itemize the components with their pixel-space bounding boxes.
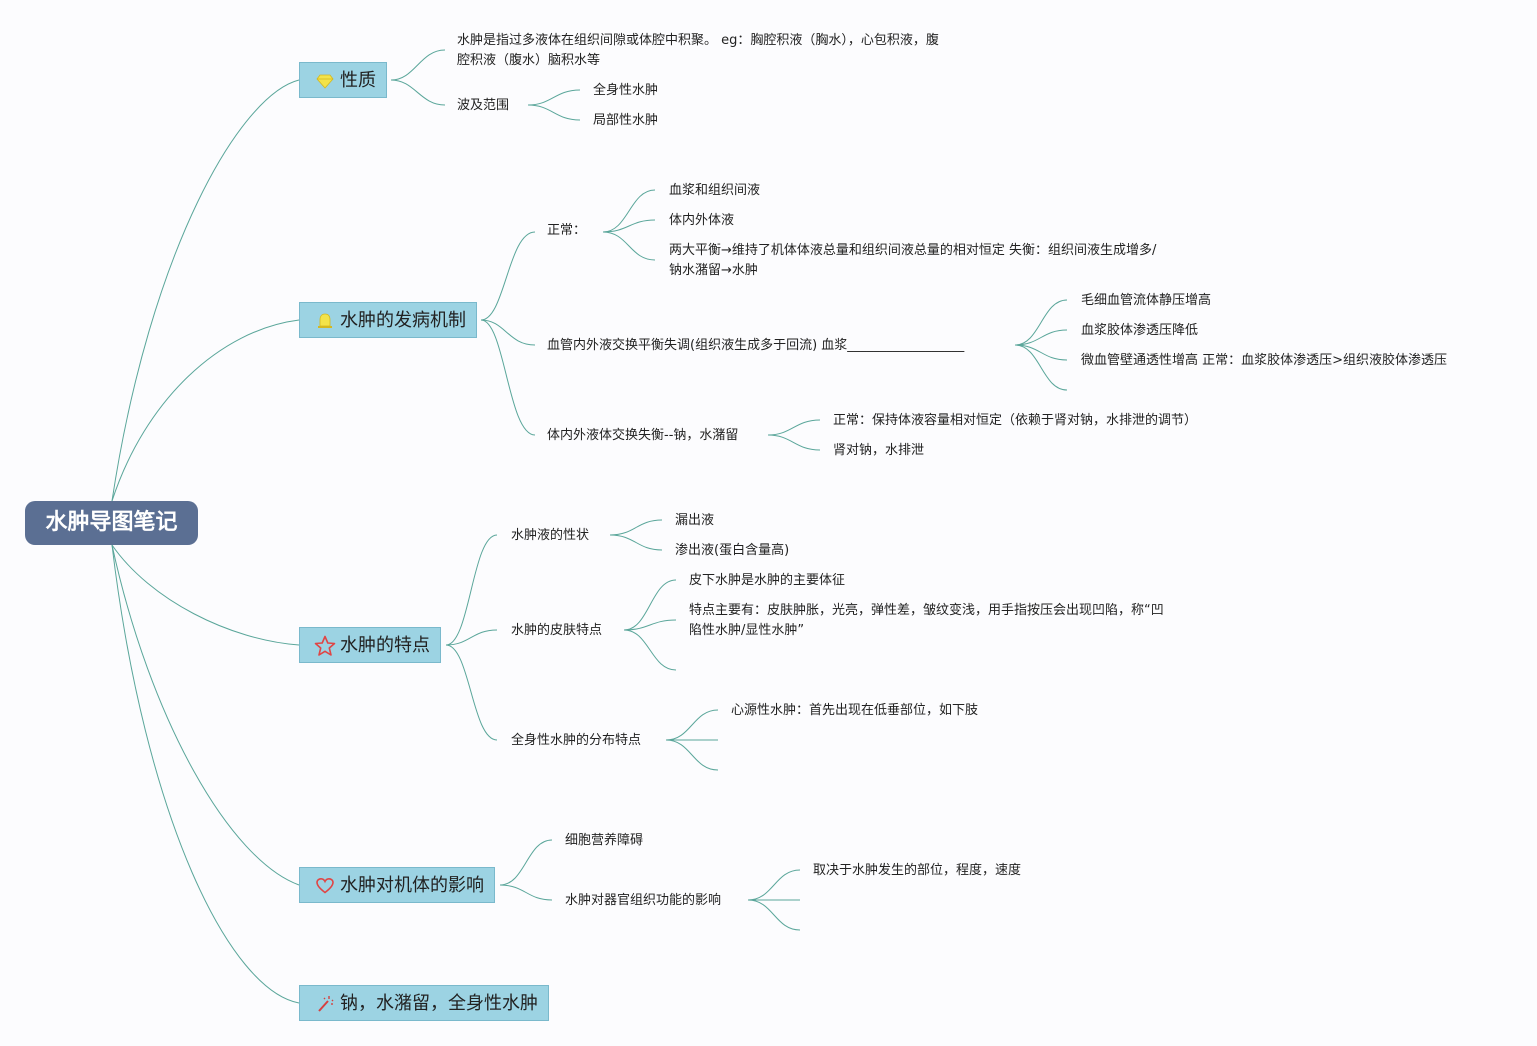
branch-label: 钠，水潴留，全身性水肿 [340, 993, 538, 1014]
branch-nature[interactable]: 性质 [299, 62, 387, 98]
branch-mechanism[interactable]: 水肿的发病机制 [299, 302, 477, 338]
body-fluid-item: 肾对钠，水排泄 [833, 443, 925, 458]
vascular-item: 微血管壁通透性增高 正常：血浆胶体渗透压>组织液胶体渗透压 [1081, 353, 1448, 368]
normal-item: 体内外体液 [669, 213, 735, 228]
scope-item: 全身性水肿 [593, 83, 659, 98]
star-icon [314, 628, 336, 664]
diamond-icon [314, 63, 336, 99]
bell-icon [314, 303, 336, 339]
nature-definition: 水肿是指过多液体在组织间隙或体腔中积聚。 eg：胸腔积液（胸水），心包积液，腹腔… [457, 33, 939, 68]
fluid-item: 漏出液 [675, 513, 715, 528]
body-fluid-label: 体内外液体交换失衡--钠，水潴留 [547, 428, 739, 443]
root-node[interactable]: 水肿导图笔记 [25, 501, 198, 545]
body-fluid-item: 正常：保持体液容量相对恒定（依赖于肾对钠，水排泄的调节） [833, 413, 1198, 428]
organ-item: 取决于水肿发生的部位，程度，速度 [813, 863, 1022, 878]
skin-item: 特点主要有：皮肤肿胀，光亮，弹性差，皱纹变浅，用手指按压会出现凹陷，称“凹陷性水… [689, 603, 1164, 638]
vascular-label: 血管内外液交换平衡失调(组织液生成多于回流) 血浆_______________… [547, 338, 965, 353]
normal-item: 两大平衡→维持了机体体液总量和组织间液总量的相对恒定 失衡：组织间液生成增多/钠… [669, 243, 1157, 278]
branch-features[interactable]: 水肿的特点 [299, 627, 441, 663]
organ-label: 水肿对器官组织功能的影响 [565, 893, 722, 908]
cell-effect: 细胞营养障碍 [565, 833, 644, 848]
branch-effects[interactable]: 水肿对机体的影响 [299, 867, 495, 903]
magic-wand-icon [314, 986, 336, 1022]
normal-label: 正常： [547, 223, 587, 238]
vascular-item: 毛细血管流体静压增高 [1081, 293, 1212, 308]
skin-label: 水肿的皮肤特点 [511, 623, 603, 638]
normal-item: 血浆和组织间液 [669, 183, 761, 198]
heart-icon [314, 868, 336, 904]
fluid-item: 渗出液(蛋白含量高) [675, 543, 790, 558]
branch-label: 水肿对机体的影响 [340, 875, 484, 896]
branch-label: 水肿的特点 [340, 635, 430, 656]
distribution-item: 心源性水肿：首先出现在低垂部位，如下肢 [731, 703, 979, 718]
distribution-label: 全身性水肿的分布特点 [511, 733, 642, 748]
skin-item: 皮下水肿是水肿的主要体征 [689, 573, 846, 588]
branch-sodium[interactable]: 钠，水潴留，全身性水肿 [299, 985, 549, 1021]
branch-label: 性质 [340, 70, 376, 91]
vascular-item: 血浆胶体渗透压降低 [1081, 323, 1199, 338]
branch-label: 水肿的发病机制 [340, 310, 466, 331]
scope-item: 局部性水肿 [593, 113, 659, 128]
fluid-label: 水肿液的性状 [511, 528, 590, 543]
scope-label: 波及范围 [457, 98, 510, 113]
